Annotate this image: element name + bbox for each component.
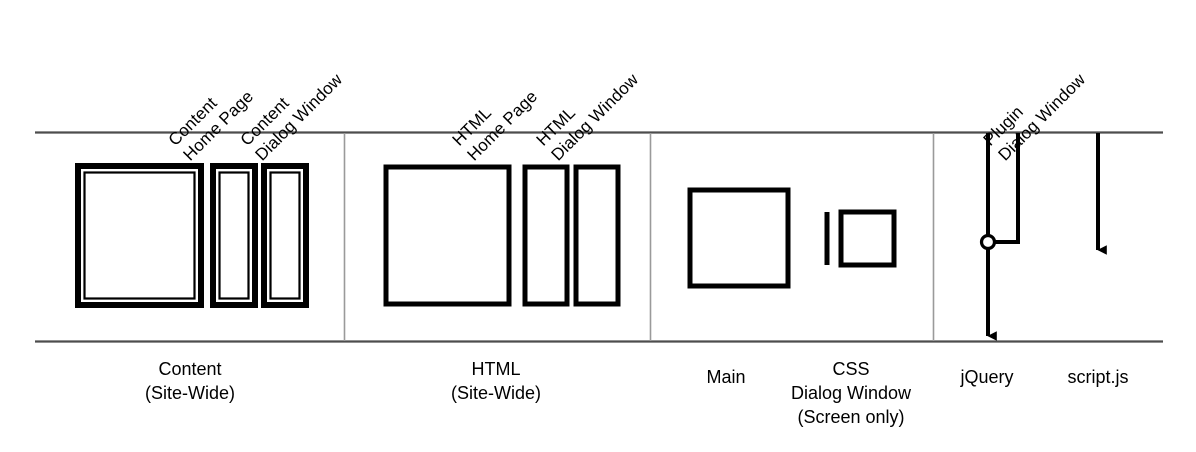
label-css-dialog-window-line2: Dialog Window xyxy=(790,382,912,403)
label-content-site-wide-line2: (Site-Wide) xyxy=(144,382,236,403)
label-main-line1: Main xyxy=(706,367,746,387)
html-dialog-window-box xyxy=(573,164,621,307)
label-html-site-wide-line2: (Site-Wide) xyxy=(450,382,542,403)
plugin-junction-node xyxy=(979,233,997,251)
label-css-dialog-window-line1: CSS xyxy=(832,359,870,379)
main-box xyxy=(687,187,791,289)
content-site-wide-box xyxy=(75,163,204,308)
label-script-js-line1: script.js xyxy=(1067,367,1129,387)
html-home-page-box xyxy=(522,164,570,307)
css-dialog-window-box xyxy=(838,209,897,268)
label-html-site-wide-line1: HTML xyxy=(471,359,521,379)
html-site-wide-box xyxy=(383,164,512,307)
label-html-site-wide: HTML (Site-Wide) xyxy=(451,358,541,406)
content-dialog-window-box xyxy=(261,163,309,308)
label-jquery: jQuery xyxy=(960,366,1013,390)
label-jquery-line1: jQuery xyxy=(960,367,1014,387)
content-home-page-box xyxy=(210,163,258,308)
label-main: Main xyxy=(706,366,745,390)
plugin-dialog-connector xyxy=(995,133,1020,244)
label-content-site-wide-line1: Content xyxy=(158,359,222,379)
label-script-js: script.js xyxy=(1067,366,1128,390)
label-css-dialog-window-line3: (Screen only) xyxy=(797,406,905,427)
label-content-site-wide: Content (Site-Wide) xyxy=(145,358,235,406)
label-css-dialog-window: CSS Dialog Window (Screen only) xyxy=(791,358,911,430)
